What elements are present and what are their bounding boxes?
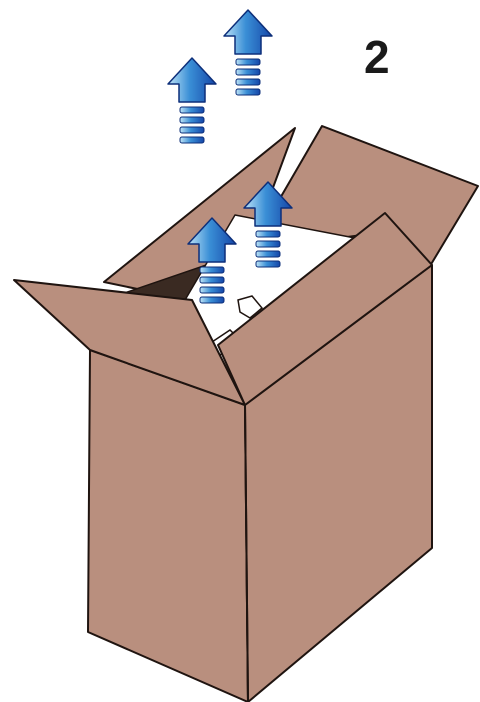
lift-up-arrow-icon (168, 58, 216, 143)
step-number: 2 (364, 34, 390, 80)
box-left-face (88, 350, 248, 702)
lift-up-arrow-icon (224, 10, 272, 95)
